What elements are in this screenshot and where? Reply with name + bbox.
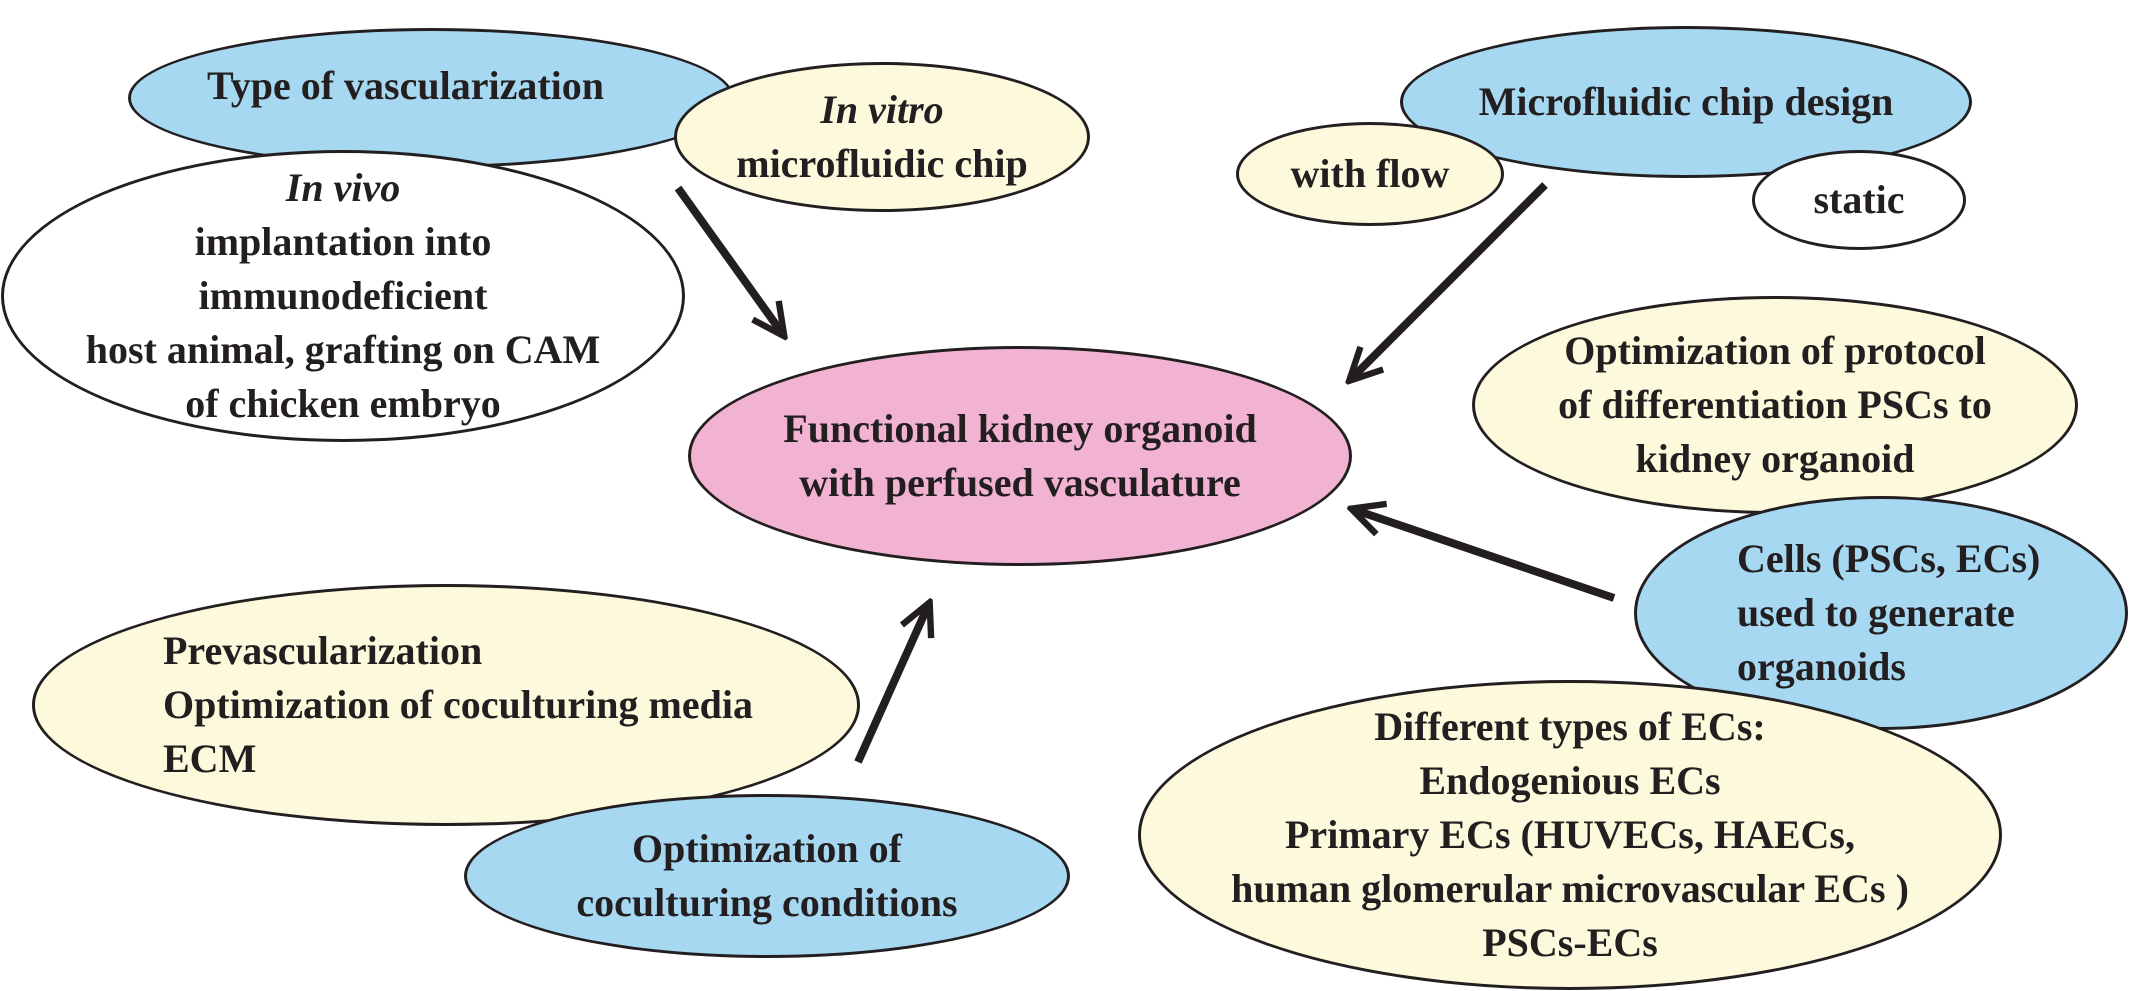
center-line-2: with perfused vasculature — [799, 460, 1241, 505]
in-vivo-line-2: immunodeficient — [198, 273, 488, 318]
with-flow-node: with flow — [1236, 122, 1504, 226]
microfluidic-chip-design-node: Microfluidic chip design — [1400, 26, 1972, 178]
in-vivo-line-3: host animal, grafting on CAM — [85, 327, 601, 372]
protocol-optimization-node: Optimization of protocol of differentiat… — [1472, 296, 2078, 514]
with-flow-label: with flow — [1290, 151, 1450, 196]
in-vitro-node: In vitro microfluidic chip — [674, 62, 1090, 212]
cells-node: Cells (PSCs, ECs) used to generate organ… — [1634, 496, 2128, 730]
prevasc-line-1: Prevascularization — [163, 628, 483, 673]
center-line-1: Functional kidney organoid — [783, 406, 1257, 451]
ec-types-line-1: Different types of ECs: — [1374, 704, 1766, 749]
in-vitro-italic: In vitro — [820, 87, 944, 132]
coculture-line-1: Optimization of — [632, 826, 902, 871]
in-vitro-line: microfluidic chip — [736, 141, 1028, 186]
functional-kidney-organoid-node: Functional kidney organoid with perfused… — [688, 346, 1352, 566]
in-vivo-italic: In vivo — [285, 165, 401, 210]
prevascularization-node: Prevascularization Optimization of cocul… — [32, 584, 860, 826]
ec-types-node: Different types of ECs: Endogenious ECs … — [1138, 680, 2002, 990]
protocol-line-3: kidney organoid — [1635, 436, 1915, 481]
protocol-line-1: Optimization of protocol — [1564, 328, 1986, 373]
in-vivo-node: In vivo implantation into immunodeficien… — [1, 150, 685, 442]
cells-line-2: used to generate — [1737, 590, 2015, 635]
ec-types-line-5: PSCs-ECs — [1482, 920, 1658, 965]
cells-line-1: Cells (PSCs, ECs) — [1737, 536, 2041, 581]
prevasc-line-2: Optimization of coculturing media — [163, 682, 753, 727]
type-of-vascularization-label: Type of vascularization — [207, 63, 605, 108]
arrow-coculture — [854, 606, 928, 764]
arrow-chip-design — [1352, 182, 1548, 378]
prevasc-line-3: ECM — [163, 736, 257, 781]
type-of-vascularization-node: Type of vascularization — [128, 28, 734, 168]
microfluidic-chip-design-label: Microfluidic chip design — [1478, 79, 1894, 124]
static-node: static — [1752, 150, 1966, 250]
in-vivo-line-4: of chicken embryo — [185, 381, 501, 426]
static-label: static — [1813, 177, 1905, 222]
arrow-vascularization — [674, 185, 782, 333]
ec-types-line-2: Endogenious ECs — [1419, 758, 1721, 803]
ec-types-line-3: Primary ECs (HUVECs, HAECs, — [1285, 812, 1855, 857]
in-vivo-line-1: implantation into — [194, 219, 492, 264]
arrow-cells — [1355, 510, 1616, 602]
coculturing-conditions-node: Optimization of coculturing conditions — [464, 794, 1070, 958]
protocol-line-2: of differentiation PSCs to — [1558, 382, 1992, 427]
coculture-line-2: coculturing conditions — [576, 880, 958, 925]
ec-types-line-4: human glomerular microvascular ECs ) — [1231, 866, 1909, 911]
cells-line-3: organoids — [1737, 644, 1906, 689]
